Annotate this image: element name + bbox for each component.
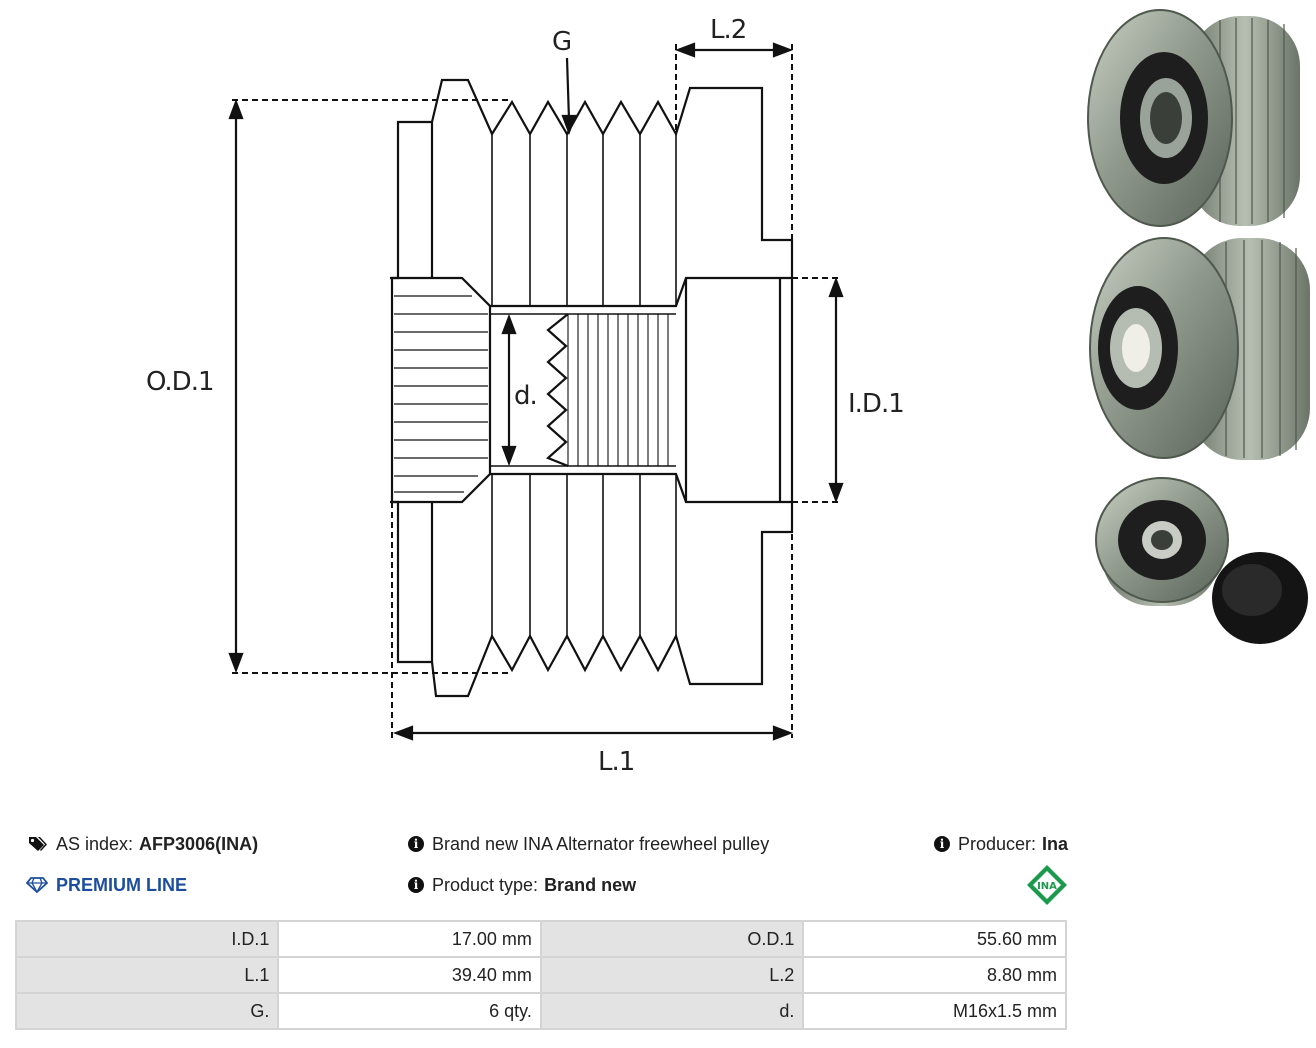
info-icon: i (934, 836, 950, 852)
hub-flange-top (390, 120, 432, 280)
tags-icon (29, 837, 47, 851)
producer-value: Ina (1042, 834, 1069, 854)
groove-lines (491, 134, 677, 636)
pulley-technical-drawing: G L.2 O.D.1 I.D.1 d. L.1 (146, 15, 905, 777)
bottom-profile (430, 502, 794, 698)
producer-row: i Producer: Ina (934, 833, 1068, 855)
table-row: I.D.1 17.00 mm O.D.1 55.60 mm (14, 920, 1067, 958)
as-index-value: AFP3006(INA) (139, 834, 259, 854)
extension-lines (232, 44, 840, 738)
label-g: G (552, 27, 571, 57)
info-icon: i (408, 836, 424, 852)
premium-line-label: PREMIUM LINE (56, 875, 188, 895)
top-profile (430, 78, 794, 278)
id1-arrow-bottom (828, 482, 844, 504)
pulley-photo-with-cap (1095, 477, 1308, 644)
spec-value: 6 qty. (277, 992, 542, 1030)
d-arrow-bottom (501, 445, 517, 467)
label-od1: O.D.1 (146, 367, 214, 397)
spec-value: 39.40 mm (277, 956, 542, 994)
description-text: Brand new INA Alternator freewheel pulle… (432, 834, 770, 854)
g-leader-line (565, 57, 571, 121)
as-index-label: AS index: (56, 834, 134, 854)
spec-label: I.D.1 (14, 920, 280, 958)
od1-arrow-bottom (228, 652, 244, 674)
product-type-label: Product type: (432, 875, 539, 895)
l2-arrow-left (674, 42, 696, 58)
d-arrow-top (501, 313, 517, 335)
product-type-value: Brand new (544, 875, 637, 895)
spec-value: M16x1.5 mm (802, 992, 1067, 1030)
spec-label: d. (539, 992, 805, 1030)
spec-value: 17.00 mm (277, 920, 542, 958)
label-l2: L.2 (710, 15, 746, 45)
id1-arrow-top (828, 276, 844, 298)
producer-label: Producer: (958, 834, 1037, 854)
spec-value: 8.80 mm (802, 956, 1067, 994)
product-photos (1087, 9, 1310, 644)
spec-label: O.D.1 (539, 920, 805, 958)
label-l1: L.1 (598, 747, 634, 777)
l1-arrow-right (772, 725, 794, 741)
spline-lines (394, 295, 488, 493)
table-row: G. 6 qty. d. M16x1.5 mm (14, 992, 1067, 1030)
product-type-row: i Product type: Brand new (408, 874, 636, 896)
as-index-row: AS index: AFP3006(INA) (28, 833, 258, 855)
premium-line-badge: PREMIUM LINE (26, 874, 187, 896)
spec-label: G. (14, 992, 280, 1030)
pulley-photo-angled (1087, 9, 1300, 227)
hub-flange-bottom (390, 500, 432, 664)
spline-insert (390, 276, 492, 504)
thread-lines (567, 314, 669, 466)
ina-logo: INA (1027, 865, 1067, 905)
specification-table: I.D.1 17.00 mm O.D.1 55.60 mm L.1 39.40 … (14, 920, 1067, 1030)
od1-arrow-top (228, 98, 244, 120)
ina-logo-text: INA (1037, 881, 1057, 892)
diamond-icon (26, 877, 48, 893)
thread-profile (545, 313, 569, 468)
label-id1: I.D.1 (848, 389, 904, 419)
info-icon: i (408, 877, 424, 893)
l2-arrow-right (772, 42, 794, 58)
l1-arrow-left (392, 725, 414, 741)
table-row: L.1 39.40 mm L.2 8.80 mm (14, 956, 1067, 994)
description-row: i Brand new INA Alternator freewheel pul… (408, 833, 769, 855)
pulley-photo-front (1089, 237, 1310, 460)
spec-value: 55.60 mm (802, 920, 1067, 958)
g-leader-arrow (561, 114, 577, 136)
label-d: d. (514, 381, 537, 411)
spec-label: L.2 (539, 956, 805, 994)
spec-label: L.1 (14, 956, 280, 994)
